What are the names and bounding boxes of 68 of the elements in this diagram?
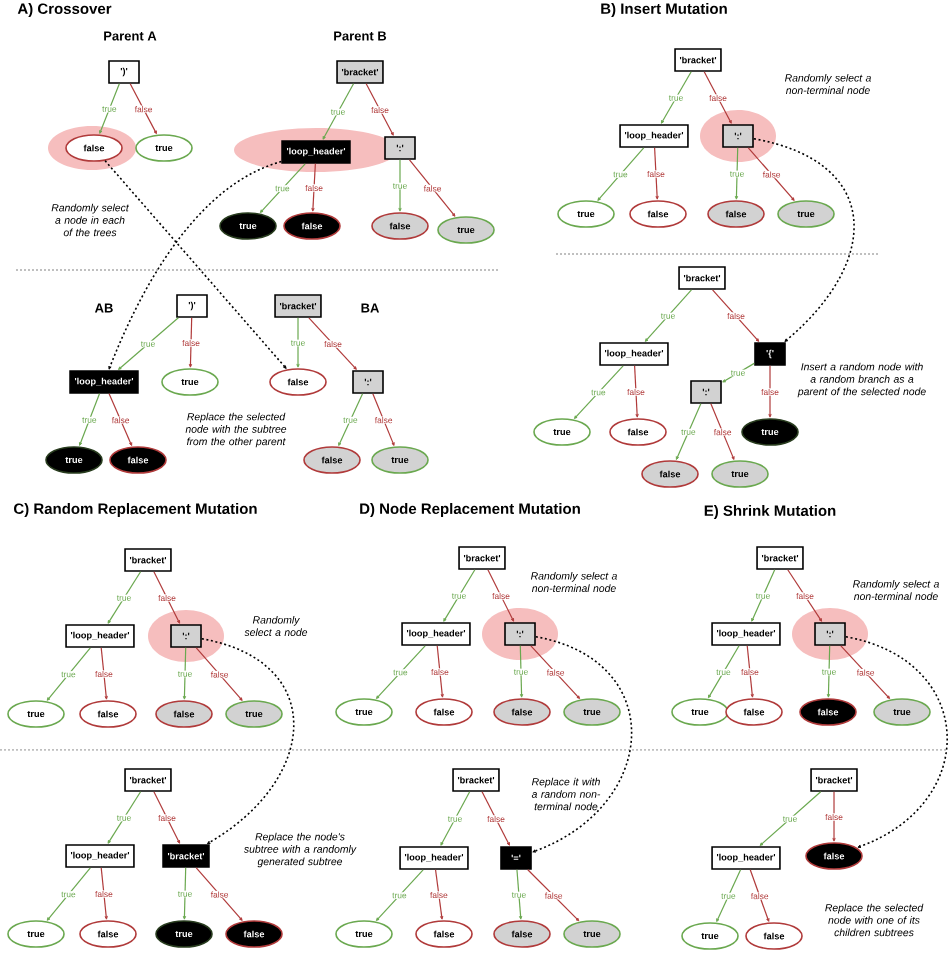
branch-arrow (768, 365, 772, 418)
branch-arrow (826, 645, 831, 698)
branch-arrow (338, 393, 364, 446)
branch-arrow (840, 645, 891, 699)
branch-arrow (832, 791, 836, 842)
branch-arrow (182, 867, 187, 920)
branch-arrow (749, 869, 770, 922)
branch-arrow (308, 317, 357, 370)
dotted-arrow (532, 636, 633, 853)
branch-arrow (487, 569, 515, 622)
branch-arrow (716, 869, 742, 922)
branch-arrow (734, 147, 739, 200)
branch-arrow (711, 289, 760, 342)
branch-arrow (46, 867, 91, 921)
dotted-arrow (201, 638, 295, 845)
branch-arrow (100, 867, 108, 920)
branch-arrow (440, 791, 471, 846)
dotted-arrow (845, 636, 948, 848)
branch-arrow (372, 393, 395, 446)
branch-arrow (408, 159, 456, 217)
branch-arrow (365, 83, 394, 136)
branch-arrow (195, 647, 243, 701)
branch-arrow (516, 869, 523, 920)
branch-arrow (597, 147, 645, 201)
branch-arrow (79, 393, 101, 446)
branch-arrow (375, 645, 426, 699)
branch-arrow (573, 365, 624, 420)
branch-arrow (654, 147, 659, 200)
branch-arrow (311, 163, 316, 212)
branch-arrow (108, 393, 133, 446)
branch-arrow (375, 869, 424, 921)
branch-arrow (710, 403, 735, 460)
branch-arrow (434, 869, 444, 920)
branch-arrow (107, 571, 142, 624)
branch-arrow (519, 645, 524, 698)
branch-arrow (751, 569, 776, 622)
branch-arrow (118, 317, 179, 370)
branch-arrow (527, 869, 580, 922)
branch-arrow (722, 362, 755, 383)
branch-arrow (660, 71, 692, 124)
branch-arrow (46, 647, 91, 701)
branch-arrow (703, 71, 732, 124)
branch-arrow (129, 83, 157, 135)
branch-arrow (153, 791, 181, 844)
branch-arrow (644, 289, 693, 342)
branch-arrow (787, 569, 823, 622)
branch-arrow (481, 791, 510, 846)
branch-arrow (100, 647, 108, 700)
branch-arrow (747, 147, 795, 201)
branch-arrow (436, 645, 444, 698)
branch-arrow (322, 83, 355, 140)
branch-arrow (530, 645, 581, 699)
dotted-arrow (753, 138, 855, 342)
branch-arrow (634, 365, 639, 418)
branch-arrow (675, 403, 702, 460)
branch-arrow (259, 163, 306, 213)
branch-arrow (707, 645, 740, 699)
branch-arrow (107, 791, 142, 844)
branch-arrow (99, 83, 120, 134)
branch-arrow (746, 645, 754, 698)
branch-arrow (398, 159, 402, 212)
branch-arrow (182, 647, 187, 700)
branch-arrow (188, 317, 193, 368)
branch-arrow (195, 867, 243, 921)
branch-arrow (153, 571, 181, 624)
branch-arrow (296, 317, 300, 368)
branch-arrow (443, 569, 476, 622)
branch-arrow (759, 791, 822, 846)
